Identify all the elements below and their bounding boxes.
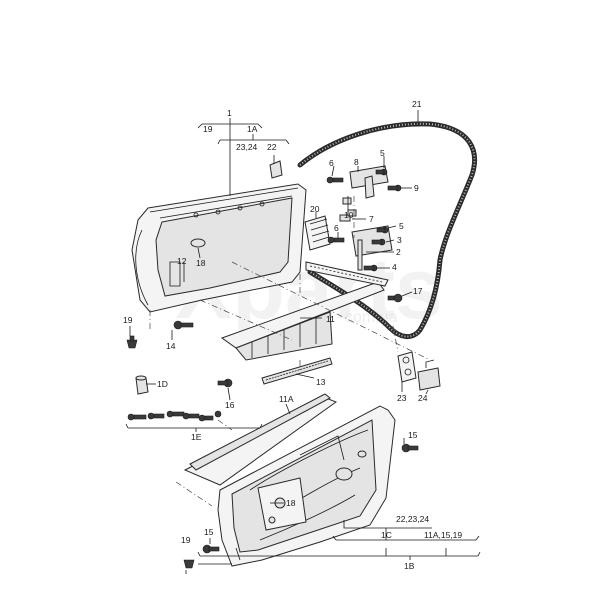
label-19-top: 19 bbox=[203, 124, 213, 134]
label-16: 16 bbox=[225, 400, 235, 410]
label-13: 13 bbox=[316, 377, 326, 387]
label-22: 22 bbox=[267, 142, 277, 152]
label-11: 11 bbox=[326, 314, 335, 324]
label-19-left: 19 bbox=[123, 315, 133, 325]
alignment-lines bbox=[149, 196, 431, 507]
label-15-left: 15 bbox=[204, 527, 214, 537]
label-2: 2 bbox=[396, 247, 401, 257]
door-frame-part-1 bbox=[131, 183, 307, 313]
label-23: 23 bbox=[397, 393, 407, 403]
label-1C: 1C bbox=[381, 530, 392, 540]
label-21: 21 bbox=[412, 99, 422, 109]
label-15-right: 15 bbox=[408, 430, 418, 440]
label-1: 1 bbox=[227, 108, 232, 118]
label-1B: 1B bbox=[404, 561, 415, 571]
label-18-top: 18 bbox=[196, 258, 206, 268]
label-19-bottom: 19 bbox=[181, 535, 191, 545]
label-18-bottom: 18 bbox=[286, 498, 296, 508]
label-12: 12 bbox=[177, 256, 187, 266]
hinge-assembly bbox=[304, 165, 402, 302]
label-4: 4 bbox=[392, 262, 397, 272]
part-labels: 1 19 1A 23,24 22 21 5 6 8 9 10 7 20 6 5 … bbox=[123, 99, 462, 571]
label-7: 7 bbox=[369, 214, 374, 224]
trim-strip-part-11 bbox=[220, 261, 389, 361]
label-1E: 1E bbox=[191, 432, 202, 442]
label-23-24: 23,24 bbox=[236, 142, 258, 152]
label-9: 9 bbox=[414, 183, 419, 193]
label-3: 3 bbox=[397, 235, 402, 245]
label-11A-15-19: 11A,15,19 bbox=[424, 530, 462, 540]
label-14: 14 bbox=[166, 341, 176, 351]
label-20: 20 bbox=[310, 204, 320, 214]
label-22-23-24: 22,23,24 bbox=[396, 514, 429, 524]
label-17: 17 bbox=[413, 286, 423, 296]
label-8: 8 bbox=[354, 157, 359, 167]
label-6-mid: 6 bbox=[334, 223, 339, 233]
door-shell-part-1B bbox=[183, 393, 396, 567]
label-5-mid: 5 bbox=[399, 221, 404, 231]
label-1A: 1A bbox=[247, 124, 258, 134]
seal-strip-part-13 bbox=[261, 357, 333, 385]
door-check-parts bbox=[397, 351, 441, 391]
fasteners bbox=[126, 160, 419, 569]
label-6-top: 6 bbox=[329, 158, 334, 168]
leader-lines bbox=[125, 110, 481, 574]
label-24: 24 bbox=[418, 393, 428, 403]
label-5-top: 5 bbox=[380, 148, 385, 158]
door-seal-part-21 bbox=[297, 121, 478, 339]
label-1D: 1D bbox=[157, 379, 168, 389]
label-11A: 11A bbox=[279, 394, 294, 404]
label-10: 10 bbox=[344, 210, 354, 220]
